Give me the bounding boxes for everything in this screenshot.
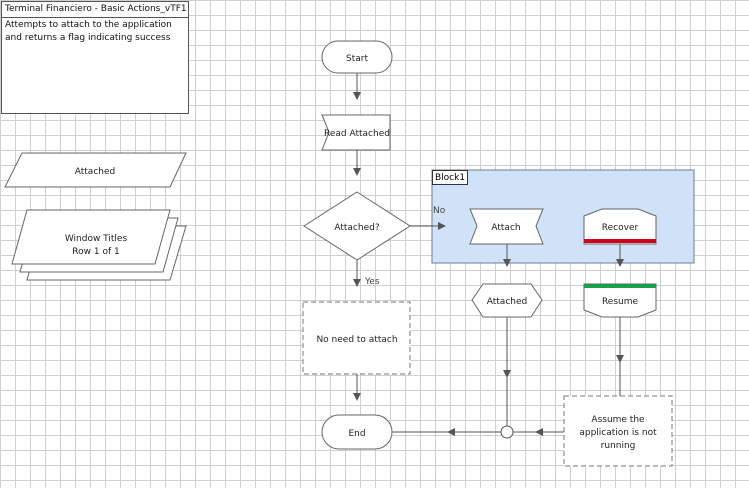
description-line-2: and returns a flag indicating success — [5, 33, 171, 43]
attach-stage[interactable]: Attach — [469, 208, 544, 245]
collection-rows: Row 1 of 1 — [72, 247, 119, 257]
resume-label: Resume — [602, 297, 639, 307]
start-label: Start — [346, 54, 368, 64]
recover-bar — [584, 239, 656, 243]
collection-title: Window Titles — [65, 234, 128, 244]
read-attached-label: Read Attached — [324, 129, 390, 139]
no-need-note[interactable]: No need to attach — [302, 301, 411, 375]
data-item-attached[interactable]: Attached — [4, 152, 187, 188]
process-info-box[interactable]: Terminal Financiero - Basic Actions_vTF1… — [1, 1, 189, 114]
assume-line1: Assume the — [591, 415, 645, 425]
yes-branch-label: Yes — [364, 277, 380, 287]
process-description: Attempts to attach to the application an… — [2, 18, 188, 46]
collection-window-titles[interactable]: Window Titles Row 1 of 1 — [11, 209, 187, 281]
recover-label: Recover — [602, 223, 639, 233]
attached-wait-stage[interactable]: Attached — [471, 283, 543, 318]
data-item-attached-label: Attached — [75, 167, 115, 177]
end-stage[interactable]: End — [321, 414, 393, 450]
process-title: Terminal Financiero - Basic Actions_vTF1 — [2, 2, 188, 18]
end-label: End — [348, 429, 365, 439]
assume-line2: application is not — [579, 428, 657, 438]
decision-label: Attached? — [334, 223, 379, 233]
attach-label: Attach — [491, 223, 520, 233]
block1-label: Block1 — [432, 170, 469, 185]
description-line-1: Attempts to attach to the application — [5, 20, 172, 30]
assume-line3: running — [601, 441, 636, 451]
no-need-label: No need to attach — [316, 335, 397, 345]
start-stage[interactable]: Start — [321, 40, 393, 74]
connectors — [353, 73, 624, 436]
resume-bar — [584, 284, 656, 288]
recover-stage[interactable]: Recover — [583, 208, 657, 245]
decision-attached[interactable]: Attached? — [303, 191, 411, 261]
no-branch-label: No — [433, 206, 446, 216]
attached-wait-label: Attached — [487, 297, 527, 307]
junction-anchor[interactable] — [500, 425, 514, 439]
assume-note[interactable]: Assume the application is not running — [563, 395, 673, 467]
resume-stage[interactable]: Resume — [583, 283, 657, 318]
read-attached-stage[interactable]: Read Attached — [321, 114, 391, 151]
